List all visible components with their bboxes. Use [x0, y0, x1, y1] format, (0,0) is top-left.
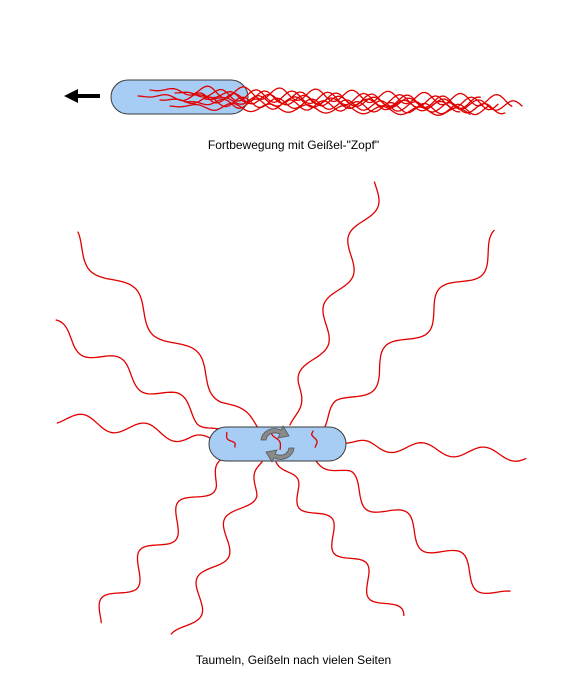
flagellum-bundle-strand-2: [149, 85, 513, 107]
tumble-motion-group: [55, 181, 527, 635]
flagellum-6: [339, 439, 527, 462]
flagellum-3: [55, 319, 233, 437]
flagella-bases: [225, 429, 318, 451]
flagellum-base-3: [310, 430, 318, 448]
flagellum-1: [289, 181, 380, 426]
flagellum-8: [170, 461, 263, 635]
flagellum-bundle-strand-7: [169, 102, 471, 116]
flagellum-2: [77, 231, 259, 429]
flagellum-9: [275, 461, 405, 617]
caption-tumble: Taumeln, Geißeln nach vielen Seiten: [195, 653, 392, 667]
arrow-left-icon: [64, 89, 100, 103]
flagellum-base-2: [271, 429, 282, 451]
flagella-spread: [55, 181, 527, 635]
rotate-arrows-icon: [260, 425, 295, 463]
flagellum-bundle-strand-5: [184, 98, 489, 116]
flagellum-bundle-strand-1: [137, 92, 523, 111]
run-motion-group: [64, 79, 523, 116]
caption-run: Fortbewegung mit Geißel-"Zopf": [207, 138, 380, 152]
flagellum-base-1: [225, 431, 236, 448]
flagellum-bundle-strand-3: [159, 96, 506, 115]
bacterium-cell-running: [110, 79, 249, 115]
flagellum-7: [98, 451, 233, 624]
flagellum-4: [56, 413, 216, 443]
flagellum-10: [311, 455, 511, 595]
flagellum-bundle-strand-8: [204, 95, 461, 113]
flagella-bundle: [137, 85, 523, 116]
flagellum-bundle-strand-6: [194, 90, 481, 109]
flagellum-5: [311, 229, 495, 441]
